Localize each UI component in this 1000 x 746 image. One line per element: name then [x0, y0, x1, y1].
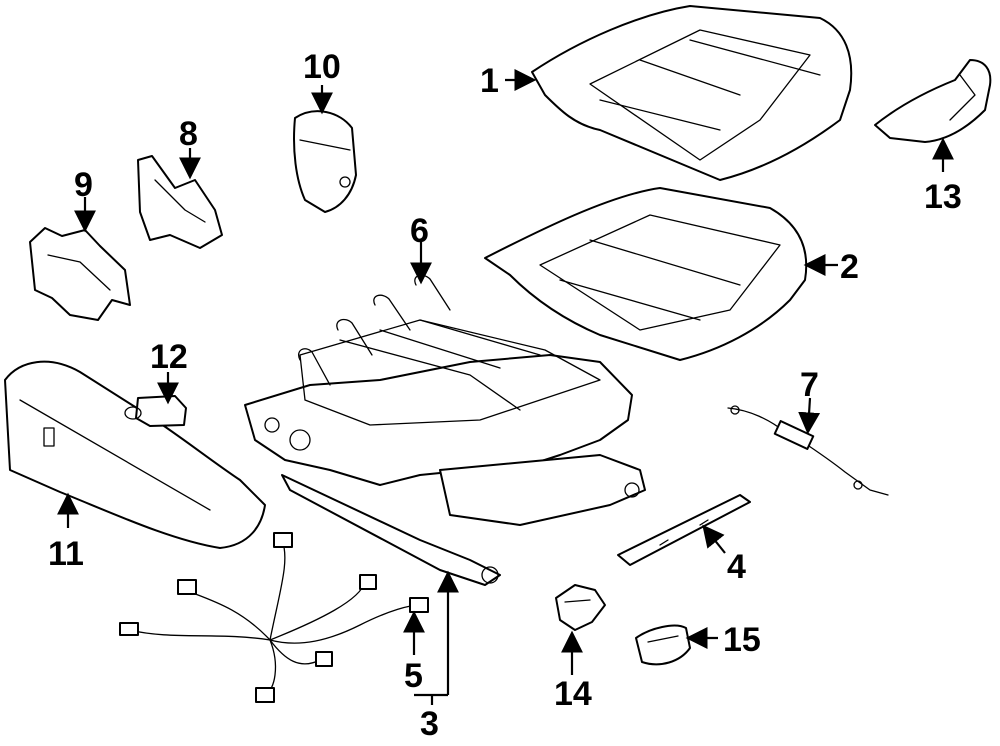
part-9-shield	[29, 227, 131, 321]
part-11-side-shield	[4, 360, 266, 549]
leader-lines	[57, 69, 954, 705]
callout-6: 6	[410, 212, 429, 250]
part-4-bar	[617, 494, 751, 566]
callout-8: 8	[179, 115, 198, 153]
callout-9: 9	[74, 166, 93, 204]
callout-2: 2	[840, 248, 859, 286]
part-8-bracket	[137, 155, 223, 249]
part-14-clip	[555, 584, 606, 631]
callout-12: 12	[150, 338, 188, 376]
callout-5: 5	[404, 657, 423, 695]
callout-7: 7	[800, 366, 819, 404]
part-7-cable	[727, 405, 889, 496]
callout-14: 14	[554, 675, 592, 713]
part-10-side-cover	[293, 110, 357, 213]
callout-4: 4	[727, 548, 746, 586]
callout-labels: 1 2 3 4 5 6 7 8 9 10 11 12 13 14 15	[48, 48, 962, 743]
callout-10: 10	[303, 48, 341, 86]
part-2-cushion-cover	[484, 187, 808, 361]
part-15-cover	[635, 624, 691, 666]
callout-1: 1	[480, 62, 499, 100]
callout-13: 13	[924, 178, 962, 216]
callout-15: 15	[723, 621, 761, 659]
callout-3: 3	[420, 705, 439, 741]
part-3-seat-track-assembly	[244, 274, 646, 586]
part-13-trim-cover	[874, 59, 992, 143]
part-1-seat-back-cover	[531, 5, 853, 181]
part-5-wire-harness	[119, 532, 429, 703]
callout-11: 11	[48, 535, 84, 573]
